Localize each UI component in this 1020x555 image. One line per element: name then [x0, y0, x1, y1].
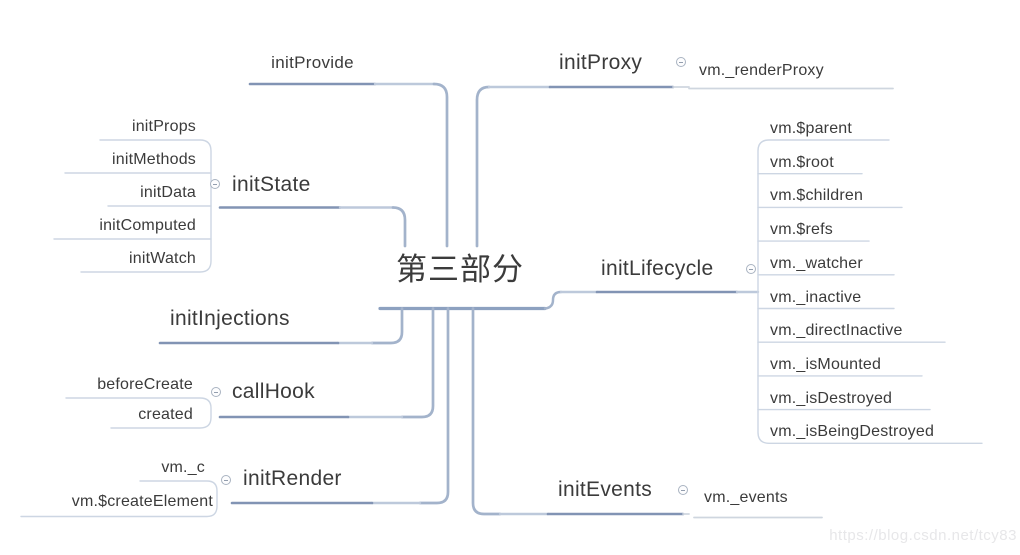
topic-initwatch[interactable]: initWatch	[128, 250, 196, 267]
topic-initstate[interactable]: initState	[232, 173, 311, 196]
collapse-toggle-icon-initlifecycle[interactable]	[746, 264, 756, 274]
children-initlifecycle-lines	[757, 139, 983, 444]
connector-initrender	[230, 307, 450, 505]
connector-callhook	[218, 307, 435, 419]
watermark-text: https://blog.csdn.net/tcy83	[829, 527, 1017, 544]
collapse-toggle-icon-callhook[interactable]	[211, 387, 221, 397]
topic-initprops[interactable]: initProps	[131, 118, 196, 135]
collapse-toggle-icon-initproxy[interactable]	[676, 57, 686, 67]
collapse-toggle-icon-initrender[interactable]	[221, 475, 231, 485]
topic-vm-watcher[interactable]: vm._watcher	[770, 255, 863, 272]
connector-initlifecycle	[543, 290, 760, 310]
connector-initproxy	[475, 85, 894, 248]
collapse-toggle-icon-initevents[interactable]	[678, 485, 688, 495]
topic-vm-inactive[interactable]: vm._inactive	[770, 289, 862, 306]
topic-initrender[interactable]: initRender	[243, 467, 342, 490]
topic-initlifecycle[interactable]: initLifecycle	[601, 257, 714, 280]
connector-initprovide	[248, 82, 449, 248]
collapse-toggle-icon-initstate[interactable]	[210, 179, 220, 189]
topic-vm-parent[interactable]: vm.$parent	[770, 120, 853, 137]
children-initstate-lines	[53, 139, 212, 273]
topic-vm-refs[interactable]: vm.$refs	[770, 221, 833, 238]
central-topic[interactable]: 第三部分	[396, 252, 524, 287]
topic-created[interactable]: created	[138, 406, 193, 423]
topic-initinjections[interactable]: initInjections	[170, 307, 290, 330]
topic-vm-isdestroyed[interactable]: vm._isDestroyed	[770, 390, 893, 407]
topic-initprovide[interactable]: initProvide	[271, 53, 354, 72]
topic-vm-renderproxy[interactable]: vm._renderProxy	[699, 62, 824, 79]
connector-initstate	[218, 206, 407, 248]
topic-vm-root[interactable]: vm.$root	[770, 154, 834, 171]
connector-initinjections	[158, 307, 404, 345]
topic-callhook[interactable]: callHook	[232, 380, 315, 403]
children-callhook-lines	[65, 397, 212, 429]
connector-initevents	[471, 307, 823, 519]
topic-vm-ismounted[interactable]: vm._isMounted	[770, 356, 882, 373]
topic-vm-directinactive[interactable]: vm._directInactive	[770, 322, 903, 339]
children-initrender-lines	[20, 480, 218, 518]
topic-initproxy[interactable]: initProxy	[559, 51, 643, 74]
topic-initmethods[interactable]: initMethods	[111, 151, 196, 168]
topic-vm-createelement[interactable]: vm.$createElement	[71, 493, 213, 510]
topic-initdata[interactable]: initData	[140, 184, 196, 201]
topic-vm-children[interactable]: vm.$children	[770, 187, 864, 204]
topic-vm-isbeingdestroyed[interactable]: vm._isBeingDestroyed	[770, 423, 935, 440]
topic-initcomputed[interactable]: initComputed	[99, 217, 196, 234]
topic-vm-events[interactable]: vm._events	[704, 489, 788, 506]
topic-initevents[interactable]: initEvents	[558, 478, 653, 501]
topic-beforecreate[interactable]: beforeCreate	[97, 376, 193, 393]
topic-vm-c[interactable]: vm._c	[161, 459, 205, 476]
